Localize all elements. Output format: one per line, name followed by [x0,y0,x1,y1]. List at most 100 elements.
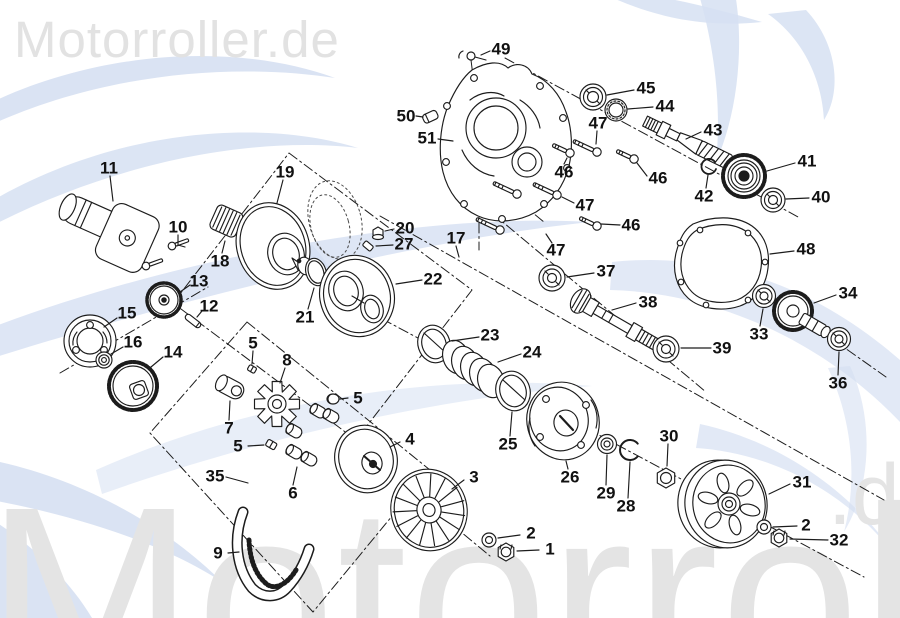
part-number-label: 50 [397,107,416,126]
part-number-label: 46 [622,216,641,235]
final-gear-34 [772,290,831,339]
leader-line [437,138,454,142]
bearing-37 [538,264,566,292]
leader-line [685,131,702,140]
crankcase-cover [439,62,572,223]
part-number-label: 46 [649,169,668,188]
part-number-label: 3 [469,468,478,487]
leader-line [384,228,395,232]
swoosh-shape [0,462,222,582]
part-number-label: 47 [576,196,595,215]
corner-watermark-text: .de [828,447,900,543]
part-number-label: 16 [124,333,143,352]
part-number-label: 38 [639,293,658,312]
part-number-label: 29 [597,484,616,503]
part-number-label: 35 [206,467,225,486]
part-number-label: 25 [499,435,518,454]
part-number-label: 17 [447,229,466,248]
leader-line [636,162,648,177]
cam-nut-20 [371,226,385,241]
leader-line [605,454,608,486]
leader-line [150,356,164,368]
clutch-spring-24 [441,339,506,399]
part-number-label: 41 [798,152,817,171]
idler-gear-13 [145,281,183,319]
leader-line [395,279,423,285]
part-number-label: 31 [793,473,812,492]
part-number-label: 40 [812,188,831,207]
leader-line [516,549,540,552]
leader-line [375,244,394,247]
leader-line [251,350,254,365]
clutch-corridor-line [379,215,885,501]
leader-line [600,223,621,226]
o-ring-21 [304,257,328,287]
part-number-label: 47 [589,114,608,133]
leader-line [415,115,424,118]
leader-line [225,476,249,484]
part-number-label: 36 [829,374,848,393]
spring-collar-25 [495,370,531,412]
swoosh-shape [828,366,867,532]
leader-line [228,400,231,421]
lock-nut-30 [656,467,676,489]
leader-line [595,130,598,145]
part-number-label: 13 [190,272,209,291]
guide-slider-left [265,439,278,451]
part-number-label: 4 [405,430,415,449]
part-number-label: 28 [617,497,636,516]
part-number-label: 24 [523,343,542,362]
part-number-label: 49 [492,40,511,59]
leader-line [565,460,569,470]
part-number-label: 1 [545,540,554,559]
leader-line [705,174,709,189]
leader-line [103,317,118,328]
part-number-label: 27 [395,235,414,254]
swoosh-shape [0,132,358,222]
part-number-label: 32 [830,531,849,550]
part-number-label: 10 [169,218,188,237]
leader-line [455,245,460,258]
breather-tube [422,109,439,124]
leader-line [307,287,315,310]
site-logo-watermark: Motorroller.de [14,11,340,68]
washer-2-right [756,519,772,535]
leader-line [627,461,631,499]
guide-slider-right [326,393,340,405]
leader-line [247,444,265,447]
part-number-label: 30 [660,427,679,446]
swoosh-shape [768,10,835,120]
leader-line [813,294,837,304]
part-number-label: 39 [713,339,732,358]
small-bearing-16 [95,351,113,369]
part-number-label: 23 [481,326,500,345]
leader-line [480,50,491,56]
leader-line [566,272,595,278]
washer-2-left [481,532,497,548]
breather-bolt [458,50,487,61]
leader-line [110,346,124,355]
leader-line [772,525,798,528]
cover-bolts [475,139,639,235]
leader-line [766,162,796,172]
crank-nut-1 [497,542,515,562]
part-number-label: 45 [637,79,656,98]
clutch-pulley-22 [319,254,395,338]
leader-line [666,443,669,467]
part-number-label: 6 [288,484,297,503]
part-number-label: 44 [656,97,675,116]
bearing-39 [652,335,680,363]
leader-line [109,175,114,202]
part-number-label: 34 [839,284,858,303]
leader-line [768,483,791,495]
guide-slider-top [247,364,257,374]
bearing-40 [760,187,786,213]
dowel-pin-27 [362,240,374,252]
fan-drive-face-3 [390,468,468,552]
swoosh-shape [0,56,335,121]
idler-shaft-pin [184,313,202,329]
starter-ring-gear-14 [107,360,159,412]
part-number-label: 9 [213,544,222,563]
leader-line [221,240,226,254]
